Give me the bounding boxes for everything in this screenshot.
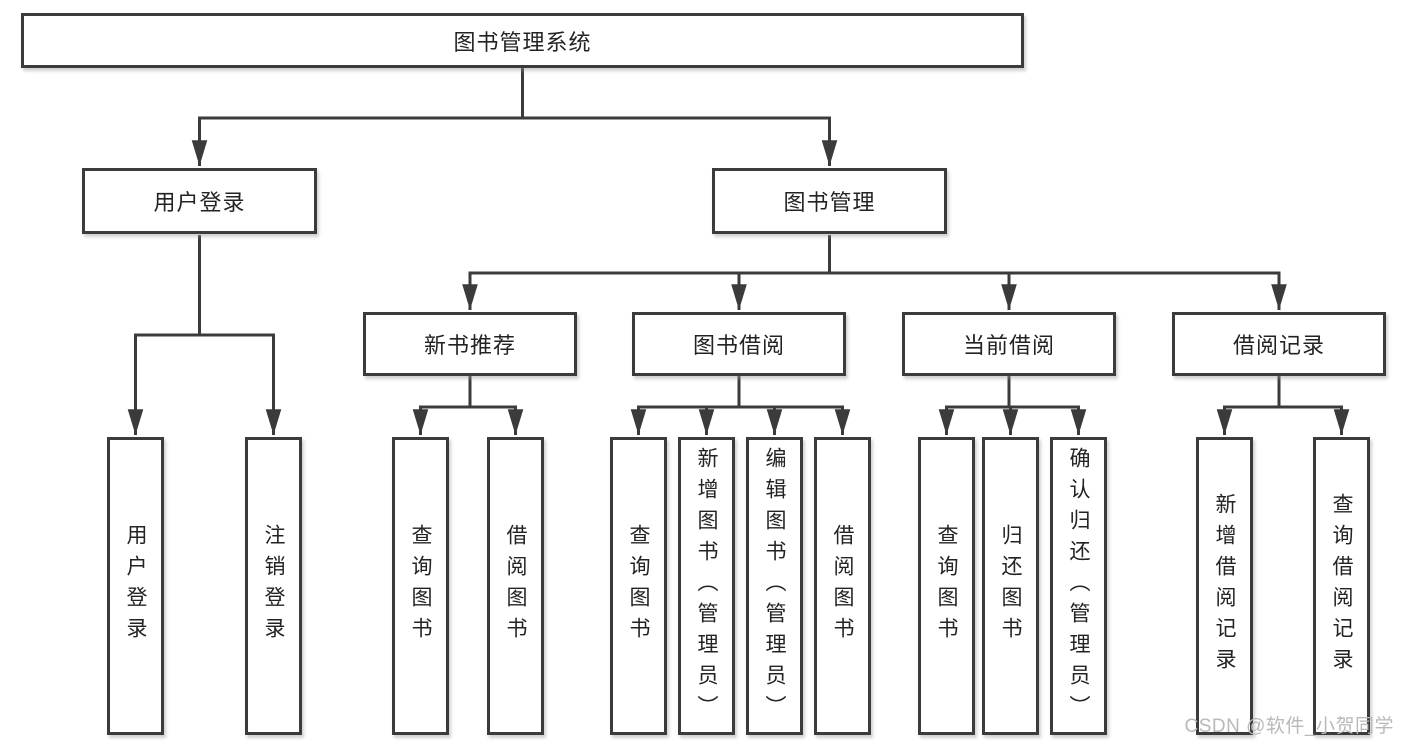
leaf-borrow-books-2: 借阅图书 [814, 437, 871, 735]
leaf-query-books-2: 查询图书 [610, 437, 667, 735]
leaf-confirm-return-admin-label: 确认归还（管理员） [1067, 446, 1090, 726]
leaf-borrow-books-1-label: 借阅图书 [504, 524, 527, 648]
leaf-user-login: 用户登录 [107, 437, 164, 735]
leaf-query-books-1: 查询图书 [392, 437, 449, 735]
leaf-query-books-3-label: 查询图书 [935, 524, 958, 648]
leaf-borrow-books-1: 借阅图书 [487, 437, 544, 735]
leaf-query-books-1-label: 查询图书 [409, 524, 432, 648]
node-user-login: 用户登录 [82, 168, 317, 234]
leaf-logout-label: 注销登录 [262, 524, 285, 648]
leaf-query-books-2-label: 查询图书 [627, 524, 650, 648]
leaf-add-borrow-record-label: 新增借阅记录 [1213, 493, 1236, 679]
node-borrow-records: 借阅记录 [1172, 312, 1386, 376]
leaf-query-borrow-record: 查询借阅记录 [1313, 437, 1370, 735]
leaf-query-books-3: 查询图书 [918, 437, 975, 735]
leaf-add-borrow-record: 新增借阅记录 [1196, 437, 1253, 735]
leaf-edit-book-admin-label: 编辑图书（管理员） [763, 446, 786, 726]
leaf-borrow-books-2-label: 借阅图书 [831, 524, 854, 648]
node-current-borrow: 当前借阅 [902, 312, 1116, 376]
leaf-query-borrow-record-label: 查询借阅记录 [1330, 493, 1353, 679]
node-book-management-label: 图书管理 [783, 190, 876, 215]
node-root-label: 图书管理系统 [453, 29, 592, 55]
node-user-login-label: 用户登录 [153, 190, 246, 215]
leaf-add-book-admin: 新增图书（管理员） [678, 437, 735, 735]
leaf-edit-book-admin: 编辑图书（管理员） [746, 437, 803, 735]
leaf-return-book: 归还图书 [982, 437, 1039, 735]
leaf-user-login-label: 用户登录 [124, 524, 147, 648]
leaf-return-book-label: 归还图书 [999, 524, 1022, 648]
leaf-add-book-admin-label: 新增图书（管理员） [695, 446, 718, 726]
leaf-confirm-return-admin: 确认归还（管理员） [1050, 437, 1107, 735]
node-new-book-recommend: 新书推荐 [363, 312, 577, 376]
node-book-borrow: 图书借阅 [632, 312, 846, 376]
node-borrow-records-label: 借阅记录 [1232, 333, 1325, 358]
node-new-book-recommend-label: 新书推荐 [423, 333, 516, 358]
node-current-borrow-label: 当前借阅 [962, 333, 1055, 358]
csdn-watermark: CSDN @软件_小贺同学 [1184, 716, 1394, 737]
node-book-borrow-label: 图书借阅 [692, 333, 785, 358]
leaf-logout: 注销登录 [245, 437, 302, 735]
node-book-management: 图书管理 [712, 168, 947, 234]
node-root: 图书管理系统 [21, 13, 1024, 68]
